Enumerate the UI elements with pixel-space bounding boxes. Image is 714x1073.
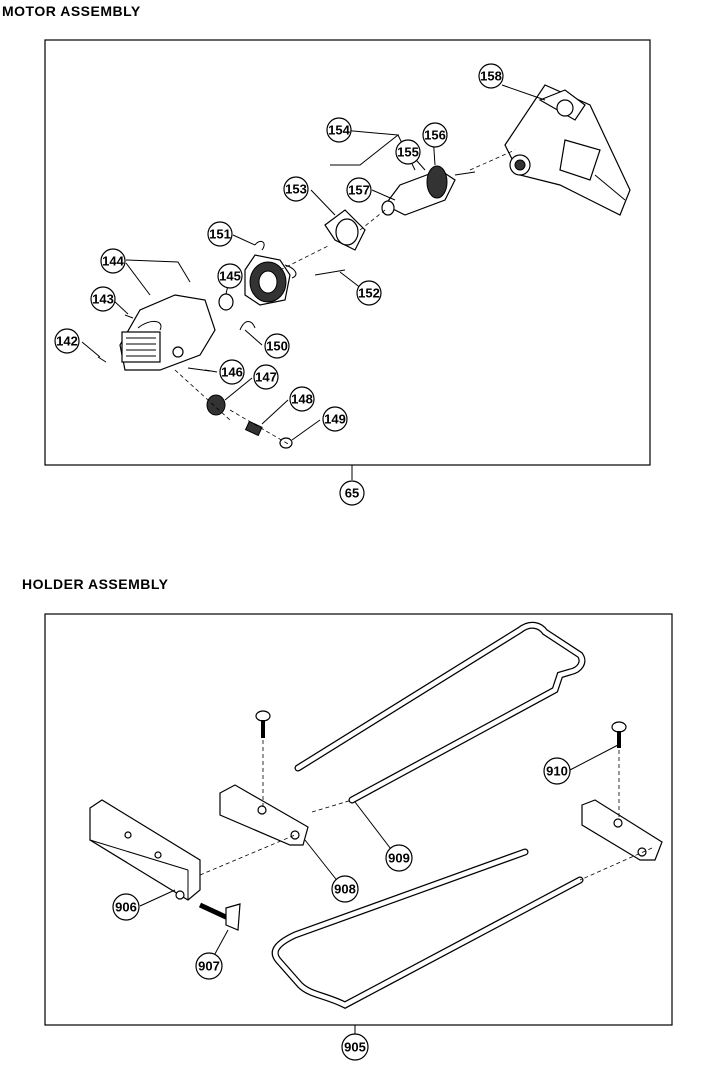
svg-text:145: 145 — [219, 269, 241, 284]
callout-148: 148 — [289, 386, 315, 412]
svg-text:153: 153 — [285, 182, 307, 197]
svg-text:154: 154 — [328, 123, 350, 138]
svg-text:148: 148 — [291, 392, 313, 407]
motor-housing-drawing — [119, 294, 216, 371]
callout-906: 906 — [112, 893, 140, 921]
mount-plate-drawing — [89, 799, 201, 901]
motor-assembly-frame — [44, 39, 651, 466]
callout-152: 152 — [356, 280, 382, 306]
svg-text:144: 144 — [102, 254, 124, 269]
callout-146: 146 — [219, 359, 245, 385]
svg-text:907: 907 — [198, 959, 220, 974]
callout-907: 907 — [195, 952, 223, 980]
svg-text:158: 158 — [480, 69, 502, 84]
callout-154: 154 — [326, 117, 352, 143]
callout-909: 909 — [385, 844, 413, 872]
callout-149: 149 — [322, 406, 348, 432]
holder-assembly-title: HOLDER ASSEMBLY — [22, 576, 169, 592]
svg-text:151: 151 — [209, 227, 231, 242]
callout-153: 153 — [283, 176, 309, 202]
svg-text:156: 156 — [424, 128, 446, 143]
svg-text:143: 143 — [92, 292, 114, 307]
callout-142: 142 — [54, 328, 80, 354]
callout-147: 147 — [253, 364, 279, 390]
callout-905: 905 — [341, 1033, 369, 1061]
holder-rod-lower-drawing — [271, 848, 584, 1009]
svg-text:146: 146 — [221, 365, 243, 380]
screw-left-drawing — [255, 710, 271, 738]
svg-text:905: 905 — [344, 1040, 366, 1055]
svg-text:908: 908 — [334, 882, 356, 897]
svg-text:909: 909 — [388, 851, 410, 866]
gear-case-drawing — [504, 84, 631, 216]
bracket-left-drawing — [219, 784, 309, 846]
stator-drawing — [244, 240, 297, 306]
callout-65: 65 — [339, 480, 365, 506]
holder-assembly-frame — [44, 613, 673, 1026]
callout-144: 144 — [100, 248, 126, 274]
callout-145: 145 — [217, 263, 243, 289]
bracket-right-drawing — [581, 799, 663, 861]
svg-text:142: 142 — [56, 334, 78, 349]
svg-text:150: 150 — [266, 339, 288, 354]
svg-text:152: 152 — [358, 286, 380, 301]
callout-158: 158 — [478, 63, 504, 89]
svg-text:65: 65 — [345, 486, 359, 501]
fan-guide-drawing — [324, 209, 366, 251]
callout-143: 143 — [90, 286, 116, 312]
svg-text:149: 149 — [324, 412, 346, 427]
armature-drawing — [381, 165, 476, 216]
motor-assembly-title: MOTOR ASSEMBLY — [2, 3, 141, 19]
holder-rod-upper-drawing — [294, 621, 586, 804]
callout-908: 908 — [331, 875, 359, 903]
svg-text:147: 147 — [255, 370, 277, 385]
svg-text:910: 910 — [546, 764, 568, 779]
screw-right-drawing — [611, 721, 627, 748]
callout-150: 150 — [264, 333, 290, 359]
callout-155: 155 — [395, 139, 421, 165]
callout-910: 910 — [543, 757, 571, 785]
svg-text:906: 906 — [115, 900, 137, 915]
svg-text:157: 157 — [348, 183, 370, 198]
callout-156: 156 — [422, 122, 448, 148]
callout-151: 151 — [207, 221, 233, 247]
svg-text:155: 155 — [397, 145, 419, 160]
callout-157: 157 — [346, 177, 372, 203]
wing-bolt-drawing — [198, 902, 241, 931]
